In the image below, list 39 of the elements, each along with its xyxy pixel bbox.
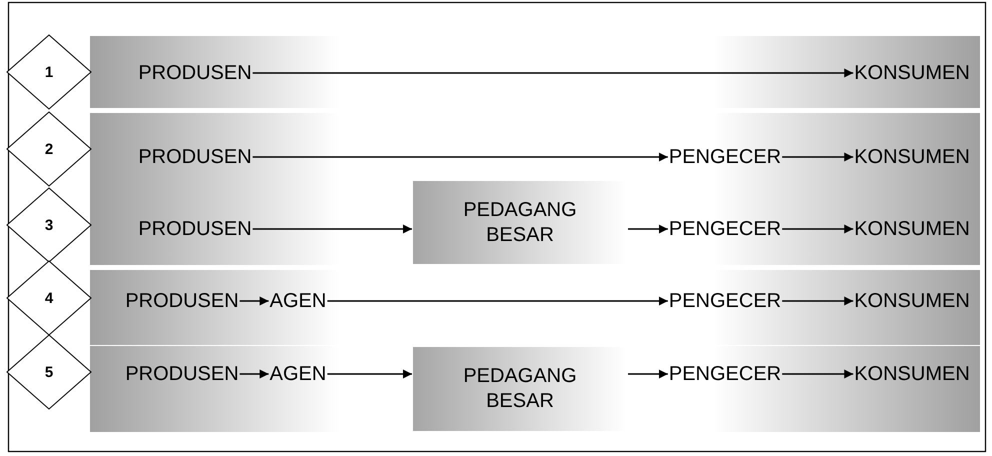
arrow bbox=[782, 370, 854, 378]
number-diamond: 3 bbox=[6, 187, 92, 263]
node-label: PRODUSEN bbox=[138, 62, 252, 84]
node-label: AGEN bbox=[270, 290, 326, 312]
node-label: PENGECER bbox=[668, 363, 782, 385]
arrow bbox=[782, 152, 854, 162]
arrow bbox=[240, 296, 269, 306]
number-diamond: 4 bbox=[6, 260, 92, 336]
arrow bbox=[252, 152, 668, 162]
node-label: PRODUSEN bbox=[138, 218, 252, 240]
node-label: PRODUSEN bbox=[125, 363, 239, 385]
row-band bbox=[90, 36, 980, 108]
number-diamond: 2 bbox=[6, 111, 92, 187]
row-band bbox=[90, 270, 980, 345]
row-band bbox=[90, 113, 980, 180]
row-band bbox=[90, 346, 980, 432]
node-label: PRODUSEN bbox=[138, 146, 252, 168]
arrow bbox=[782, 224, 854, 234]
number-diamond: 1 bbox=[6, 34, 92, 110]
arrow bbox=[782, 296, 854, 306]
node-label: KONSUMEN bbox=[854, 62, 970, 84]
arrow bbox=[628, 370, 668, 378]
arrow bbox=[240, 370, 269, 378]
arrow bbox=[327, 296, 668, 306]
node-label: KONSUMEN bbox=[854, 363, 970, 385]
arrow bbox=[327, 370, 412, 378]
node-label: KONSUMEN bbox=[854, 218, 970, 240]
number-diamond: 5 bbox=[6, 334, 92, 410]
arrow bbox=[628, 224, 668, 234]
arrow bbox=[252, 224, 412, 234]
node-label: AGEN bbox=[270, 363, 326, 385]
node-label: PENGECER bbox=[668, 146, 782, 168]
node-label: PENGECER bbox=[668, 290, 782, 312]
node-label: KONSUMEN bbox=[854, 290, 970, 312]
row-band bbox=[90, 180, 980, 265]
node-label: PENGECER bbox=[668, 218, 782, 240]
node-label: KONSUMEN bbox=[854, 146, 970, 168]
arrow bbox=[252, 68, 854, 78]
node-label: PRODUSEN bbox=[125, 290, 239, 312]
